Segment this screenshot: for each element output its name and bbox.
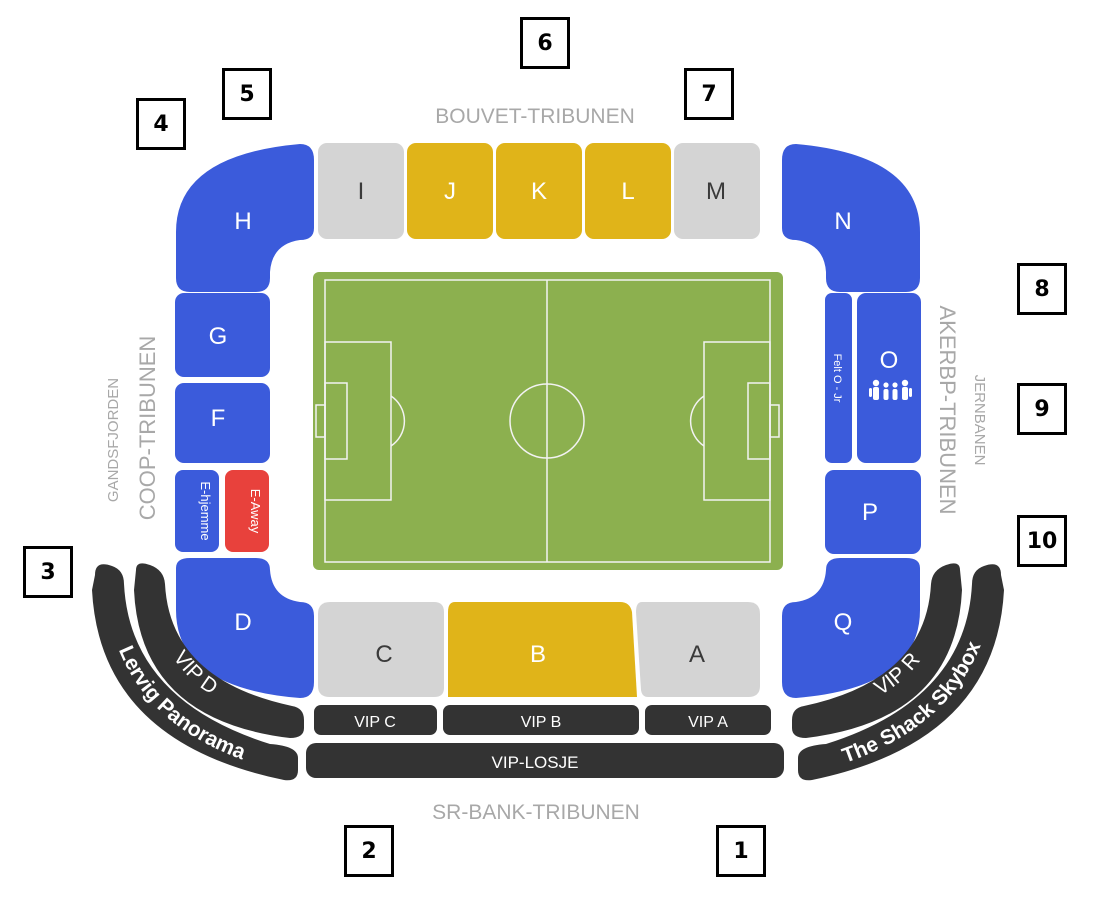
marker-3: 3 <box>23 546 73 598</box>
pitch <box>313 272 783 570</box>
vip-c[interactable]: VIP C <box>314 705 437 735</box>
section-label: B <box>530 641 546 668</box>
marker-7: 7 <box>684 68 734 120</box>
stand-north: BOUVET-TRIBUNEN <box>435 105 635 128</box>
section-e-away[interactable]: E-Away <box>225 470 269 552</box>
section-label: C <box>375 641 392 668</box>
marker-8: 8 <box>1017 263 1067 315</box>
vip-losje[interactable]: VIP-LOSJE <box>306 743 784 778</box>
marker-10: 10 <box>1017 515 1067 567</box>
vip-b-label: VIP B <box>521 714 562 731</box>
section-j[interactable]: J <box>407 143 493 239</box>
section-c[interactable]: C <box>318 602 444 697</box>
section-label: P <box>862 499 878 526</box>
vip-a-label: VIP A <box>688 714 728 731</box>
family-icon <box>869 379 912 400</box>
section-label: M <box>706 178 726 205</box>
section-label: L <box>621 178 634 205</box>
stand-south: SR-BANK-TRIBUNEN <box>432 801 640 824</box>
section-label: K <box>531 178 547 205</box>
section-label: Felt O - Jr <box>831 354 843 403</box>
marker-5: 5 <box>222 68 272 120</box>
marker-2: 2 <box>344 825 394 877</box>
section-label: E-Away <box>248 489 263 534</box>
section-q[interactable]: Q <box>782 558 920 698</box>
marker-9: 9 <box>1017 383 1067 435</box>
section-label: I <box>358 178 365 205</box>
stand-west-outer: GANDSFJORDEN <box>105 378 122 502</box>
section-d[interactable]: D <box>176 558 314 698</box>
section-i[interactable]: I <box>318 143 404 239</box>
stand-east: AKERBP-TRIBUNEN <box>935 305 960 514</box>
section-h[interactable]: H <box>176 144 314 292</box>
section-a[interactable]: A <box>636 602 760 697</box>
vip-losje-label: VIP-LOSJE <box>492 753 579 772</box>
section-p[interactable]: P <box>825 470 921 554</box>
vip-b[interactable]: VIP B <box>443 705 639 735</box>
section-label: O <box>880 347 899 374</box>
section-label: E-hjemme <box>198 481 213 540</box>
section-label: D <box>234 609 251 636</box>
section-label: N <box>834 208 851 235</box>
section-o[interactable]: O <box>857 293 921 463</box>
stand-west: COOP-TRIBUNEN <box>135 336 160 521</box>
section-label: J <box>444 178 456 205</box>
section-label: Q <box>834 609 853 636</box>
marker-1: 1 <box>716 825 766 877</box>
vip-c-label: VIP C <box>354 714 396 731</box>
section-o-family[interactable]: Felt O - Jr <box>825 293 852 463</box>
section-label: A <box>689 641 705 668</box>
section-f[interactable]: F <box>175 383 270 463</box>
section-b[interactable]: B <box>448 602 637 697</box>
section-label: G <box>209 323 228 350</box>
section-label: H <box>234 208 251 235</box>
section-label: F <box>211 405 226 432</box>
section-n[interactable]: N <box>782 144 920 292</box>
marker-6: 6 <box>520 17 570 69</box>
section-m[interactable]: M <box>674 143 760 239</box>
stand-east-outer: JERNBANEN <box>971 375 988 466</box>
marker-4: 4 <box>136 98 186 150</box>
section-l[interactable]: L <box>585 143 671 239</box>
section-k[interactable]: K <box>496 143 582 239</box>
section-g[interactable]: G <box>175 293 270 377</box>
vip-a[interactable]: VIP A <box>645 705 771 735</box>
section-e-home[interactable]: E-hjemme <box>175 470 219 552</box>
